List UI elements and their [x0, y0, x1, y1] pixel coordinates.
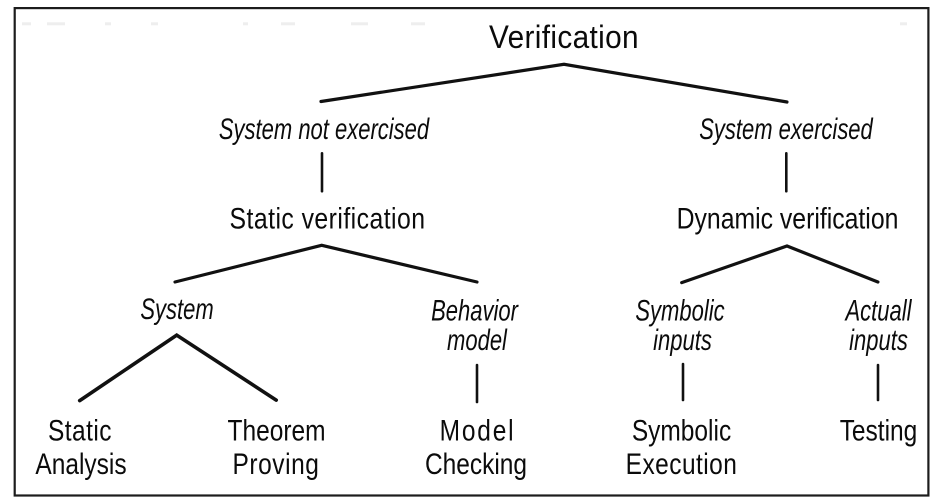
svg-text:Checking: Checking: [425, 447, 527, 481]
svg-text:Theorem: Theorem: [227, 413, 325, 447]
svg-text:model: model: [447, 323, 508, 357]
svg-text:inputs: inputs: [849, 323, 908, 357]
svg-text:Actuall: Actuall: [844, 293, 913, 327]
svg-text:System exercised: System exercised: [699, 112, 874, 146]
svg-text:Behavior: Behavior: [431, 293, 519, 327]
svg-text:Model: Model: [440, 413, 516, 447]
svg-text:System not exercised: System not exercised: [219, 112, 430, 146]
svg-text:Symbolic: Symbolic: [635, 293, 724, 327]
svg-text:Static verification: Static verification: [230, 202, 426, 235]
svg-text:Dynamic verification: Dynamic verification: [677, 202, 899, 235]
svg-text:Symbolic: Symbolic: [632, 413, 731, 447]
svg-text:Proving: Proving: [233, 447, 320, 481]
svg-text:System: System: [140, 292, 213, 326]
svg-text:Testing: Testing: [840, 413, 918, 447]
svg-text:Verification: Verification: [489, 19, 639, 56]
svg-text:inputs: inputs: [653, 323, 712, 357]
svg-text:Analysis: Analysis: [35, 447, 126, 481]
svg-text:Static: Static: [48, 413, 112, 447]
svg-text:Execution: Execution: [626, 447, 738, 481]
